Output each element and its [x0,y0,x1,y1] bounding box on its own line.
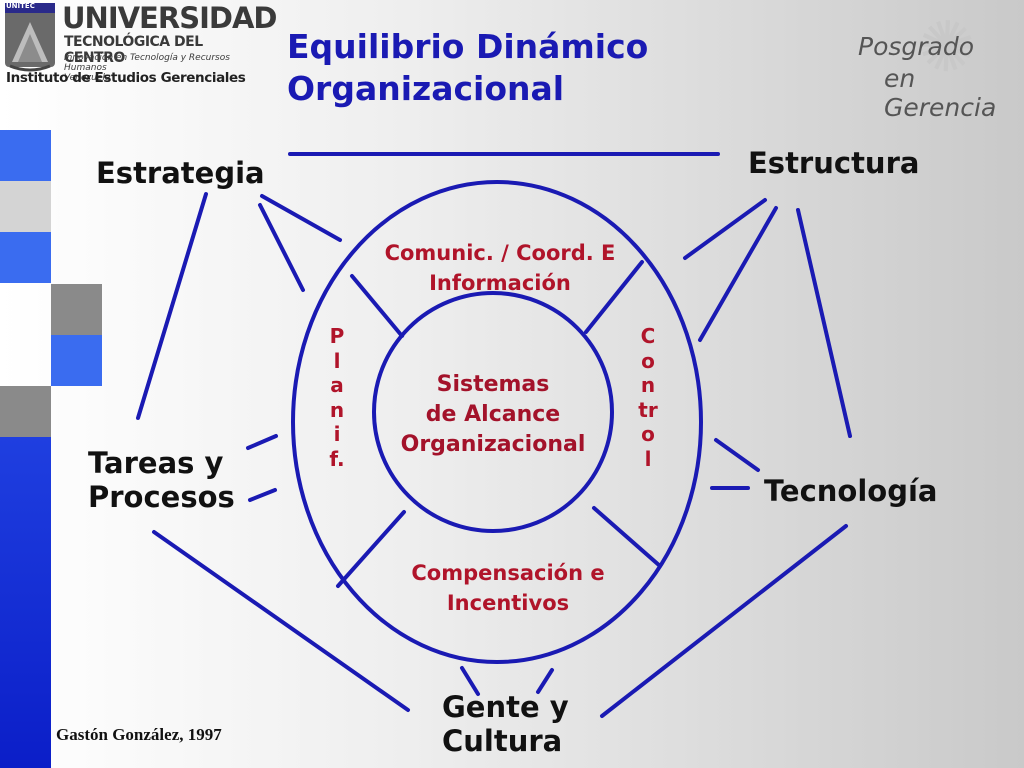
university-logo: UNITEC UNIVERSIDAD TECNOLÓGICA DEL CENTR… [0,0,277,95]
slide-title-line2: Organizacional [287,69,565,108]
posgrado-line2: en Gerencia [884,64,997,122]
node-tecnologia: Tecnología [764,474,938,508]
line-estrategia-ring-a [260,194,342,242]
logo-title: UNIVERSIDAD [62,1,277,35]
line-estrategia-ring-b [258,203,305,292]
logo-subtitle: TECNOLÓGICA DEL CENTRO [64,34,203,66]
ring-label-top-line2: Información [429,271,571,295]
slide-title: Equilibrio Dinámico Organizacional [287,26,747,110]
deco-square-4 [51,284,102,335]
line-tecnologia-ring-a [714,438,760,472]
logo-badge: UNITEC [6,2,35,10]
ring-spoke-top-right [584,260,644,334]
institute-name: Instituto de Estudios Gerenciales [6,70,246,86]
ring-label-top: Comunic. / Coord. E Información [348,238,652,298]
line-tareas-gente [152,530,410,712]
line-tareas-ring [246,434,278,450]
logo-tagline: Innovación en Tecnología y Recursos Huma… [64,53,254,83]
line-gente-ring-a [460,666,480,696]
line-estructura-ring-b [698,206,778,342]
deco-square-2 [0,181,51,232]
ring-label-bottom: Compensación e Incentivos [368,558,648,618]
node-gente-cultura: Gente y Cultura [442,690,569,758]
author-credit: Gastón González, 1997 [56,725,222,744]
node-tareas-line2: Procesos [88,480,235,514]
line-estructura-tecnologia [796,208,852,438]
ring-label-bottom-line1: Compensación e [411,561,605,585]
node-estrategia: Estrategia [96,156,265,190]
deco-square-1 [0,130,51,181]
logo-tagline-line1: Innovación en Tecnología y Recursos Huma… [64,53,230,73]
outer-ring [291,180,703,664]
node-tareas-line1: Tareas y [88,446,224,480]
ring-spoke-bottom-right [592,506,662,568]
logo-tagline-line2: Venezuela [64,73,111,83]
university-shield-icon [5,3,55,72]
deco-square-3 [0,232,51,283]
deco-square-6 [0,386,51,437]
ring-spoke-top-left [350,274,404,338]
line-estructura-ring-a [683,198,767,260]
posgrado-line1: Posgrado [858,32,975,61]
deco-bar [0,437,51,768]
node-gente-line2: Cultura [442,724,563,758]
inner-circle [372,291,614,533]
center-label-line1: Sistemas [436,372,550,397]
node-tareas-procesos: Tareas y Procesos [88,446,235,514]
ring-label-right-vertical: Control [638,324,658,471]
slide-title-line1: Equilibrio Dinámico [287,27,649,66]
line-estrategia-tareas [136,192,208,420]
line-tareas-ring-b [248,488,277,502]
center-label-line3: Organizacional [400,432,586,457]
ring-label-top-line1: Comunic. / Coord. E [384,241,616,265]
ring-spoke-bottom-left [336,510,406,588]
posgrado-logo: ✺ Posgrado en Gerencia [840,0,1020,122]
node-estructura: Estructura [748,146,920,180]
center-label-line2: de Alcance [425,402,561,427]
node-gente-line1: Gente y [442,690,569,724]
ring-label-left-vertical: Planif. [329,324,345,471]
deco-square-5 [51,335,102,386]
ring-label-bottom-line2: Incentivos [446,591,570,615]
line-tecnologia-gente [600,524,848,718]
center-label: Sistemas de Alcance Organizacional [376,370,610,460]
line-gente-ring-b [536,668,554,694]
